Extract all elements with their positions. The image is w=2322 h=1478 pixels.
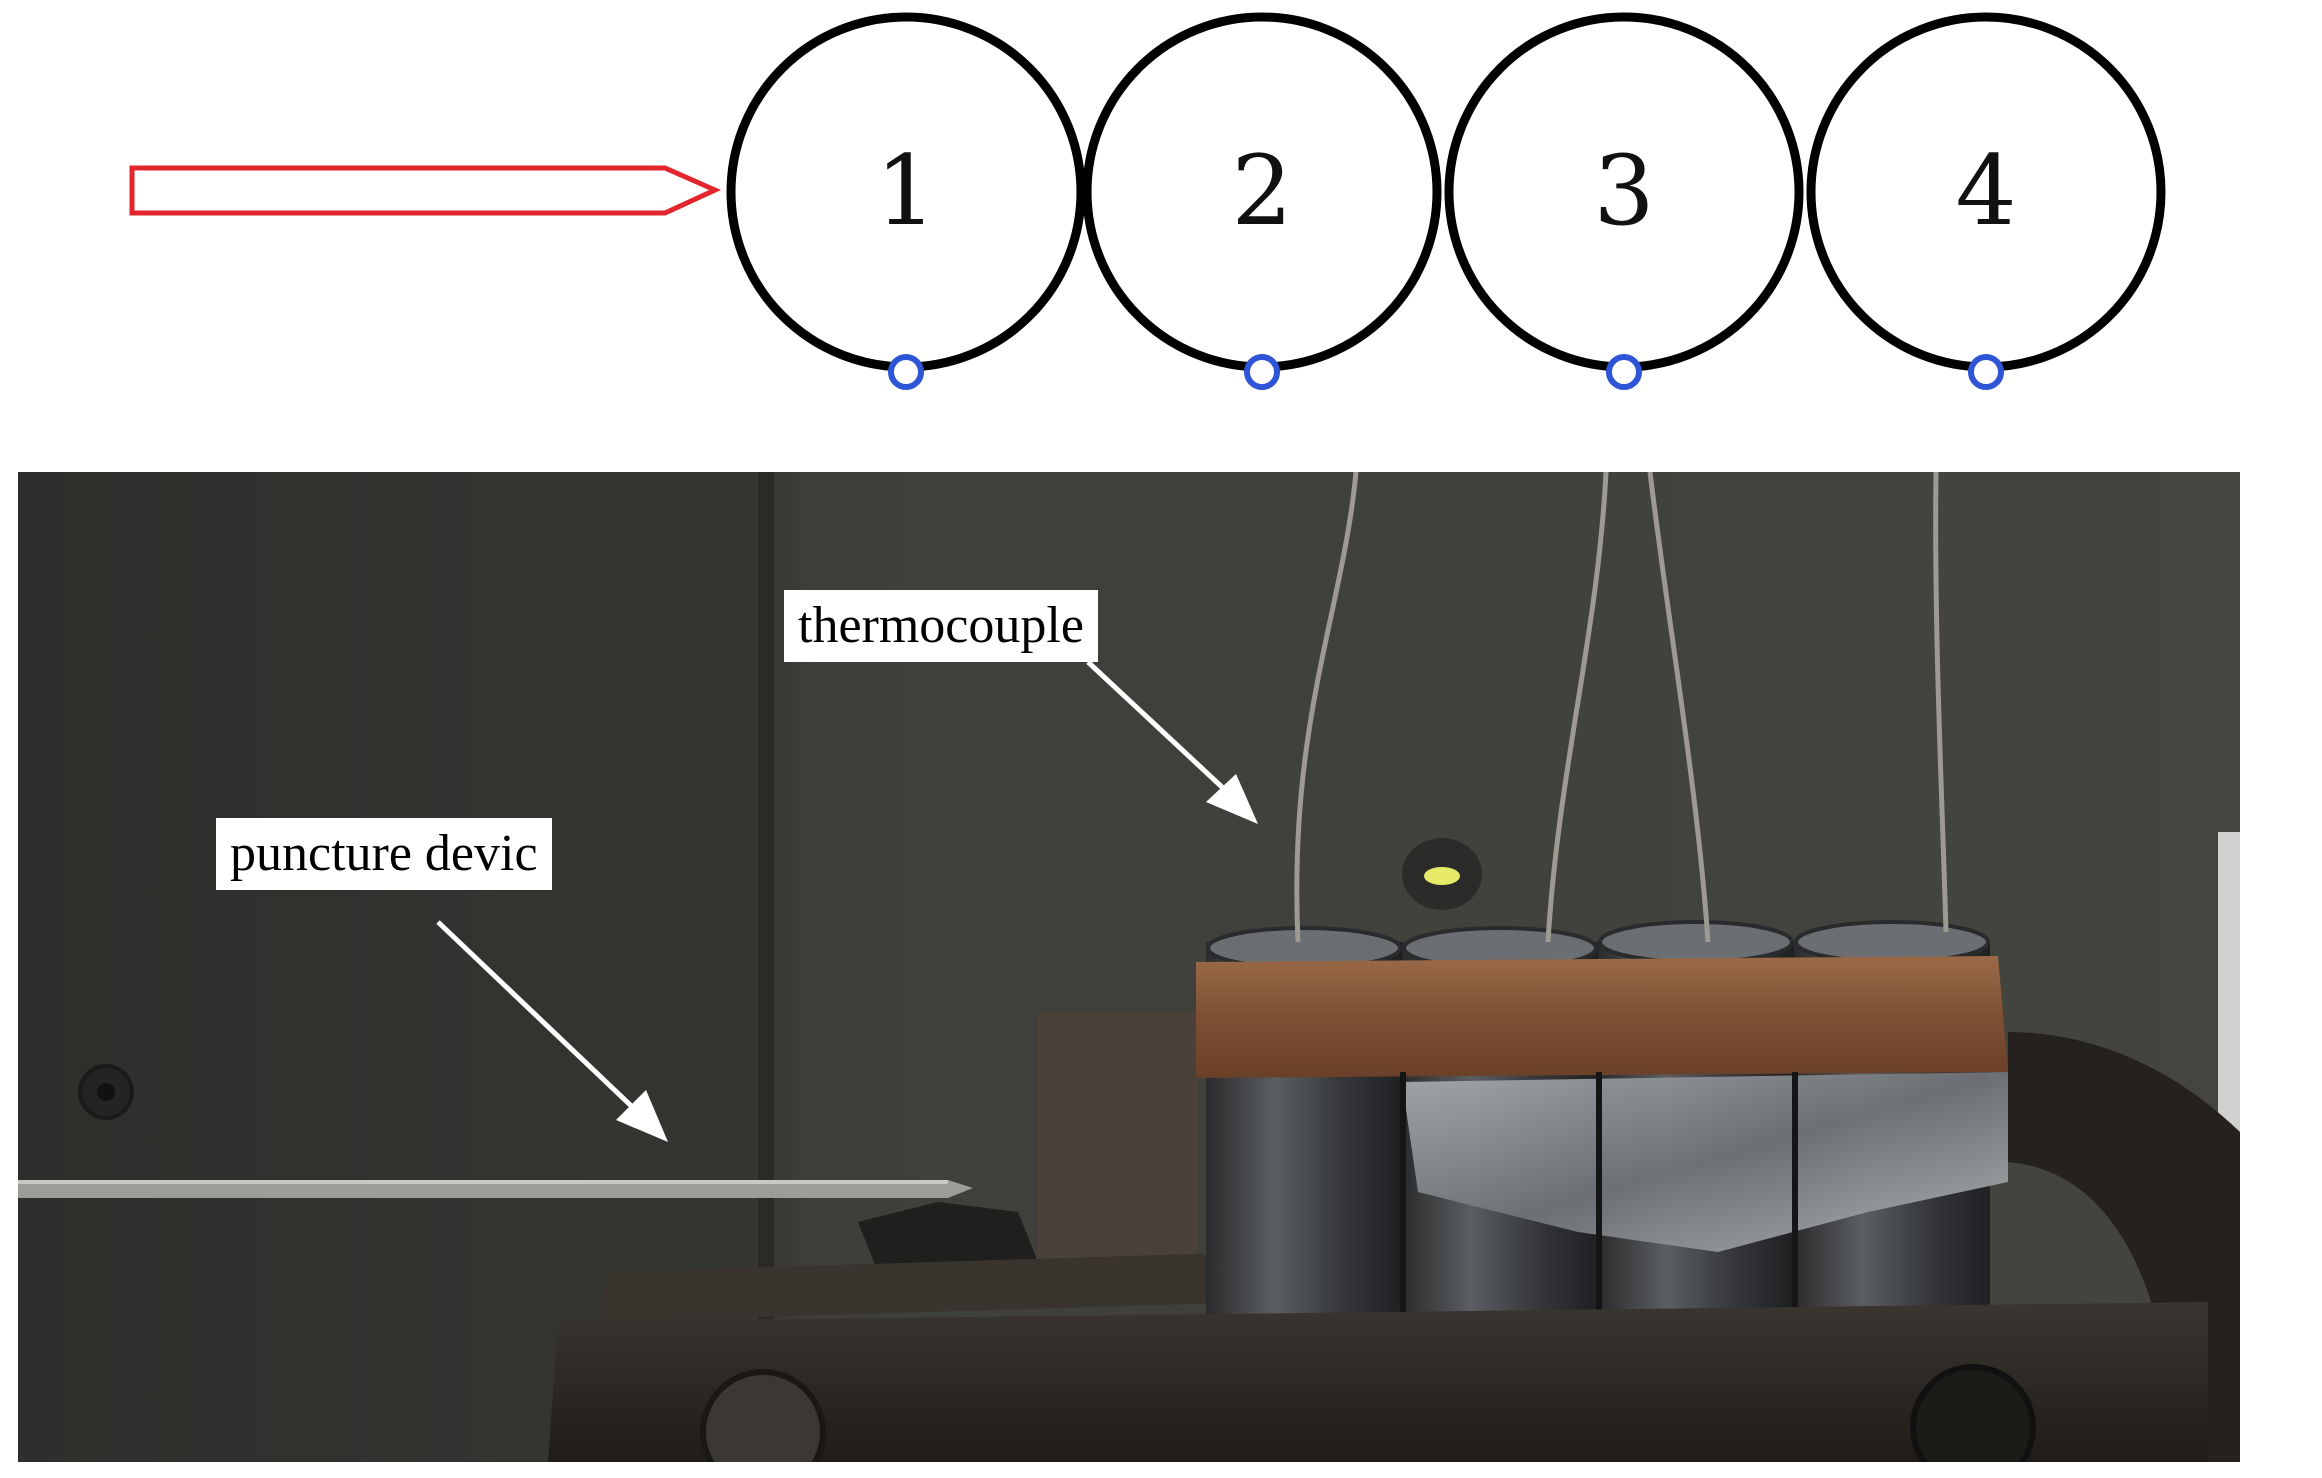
- base-bolt: [1910, 1364, 2036, 1462]
- fixture-rail: [598, 1252, 1258, 1322]
- battery-pack: [1196, 920, 2008, 1342]
- cell-label: 4: [1955, 135, 2016, 247]
- fixture-plate: [1038, 1012, 1198, 1272]
- thermocouple-marker: [1968, 354, 2004, 390]
- experiment-photo: [18, 472, 2240, 1462]
- cell-gap: [1596, 1072, 1602, 1342]
- cell-gap: [1792, 1072, 1798, 1342]
- cell-top: [1598, 920, 1794, 964]
- thermocouple-label: thermocouple: [784, 590, 1098, 662]
- cell-1: 1: [726, 12, 1086, 390]
- thermocouple-wire: [1647, 472, 1711, 943]
- cell-3: 3: [1444, 12, 1804, 390]
- thermocouple-marker: [1244, 354, 1280, 390]
- foil-tape: [1402, 1072, 2008, 1252]
- cell-label: 3: [1593, 135, 1654, 247]
- fixture-base: [548, 1302, 2208, 1462]
- puncture-needle: [18, 1180, 973, 1198]
- copper-tape: [1196, 956, 2008, 1078]
- needle-holder: [858, 1202, 1038, 1272]
- puncture-arrow: [129, 165, 722, 216]
- thermocouple-marker: [1606, 354, 1642, 390]
- base-bolt: [700, 1369, 826, 1462]
- cell-label: 2: [1231, 135, 1292, 247]
- thermocouple-wire: [1933, 472, 1949, 933]
- cell-label: 1: [875, 135, 936, 247]
- puncture-callout-arrow: [436, 920, 668, 1142]
- puncture-device-label: puncture devic: [216, 818, 552, 890]
- thermocouple-marker: [888, 354, 924, 390]
- needle-highlight: [18, 1180, 948, 1184]
- indicator-light: [1424, 867, 1460, 885]
- cell-schematic: 1 2 3 4: [129, 12, 2166, 390]
- thermocouple-wire: [1545, 472, 1609, 943]
- thermocouple-callout-arrow: [1086, 660, 1258, 824]
- cell-top: [1794, 920, 1990, 964]
- cell-gap: [1400, 1072, 1406, 1342]
- wall-bolt-center: [97, 1083, 115, 1101]
- thermocouple-wire: [1294, 472, 1359, 943]
- cell-4: 4: [1806, 12, 2166, 390]
- cell-2: 2: [1082, 12, 1442, 390]
- wall-seam: [758, 472, 774, 1462]
